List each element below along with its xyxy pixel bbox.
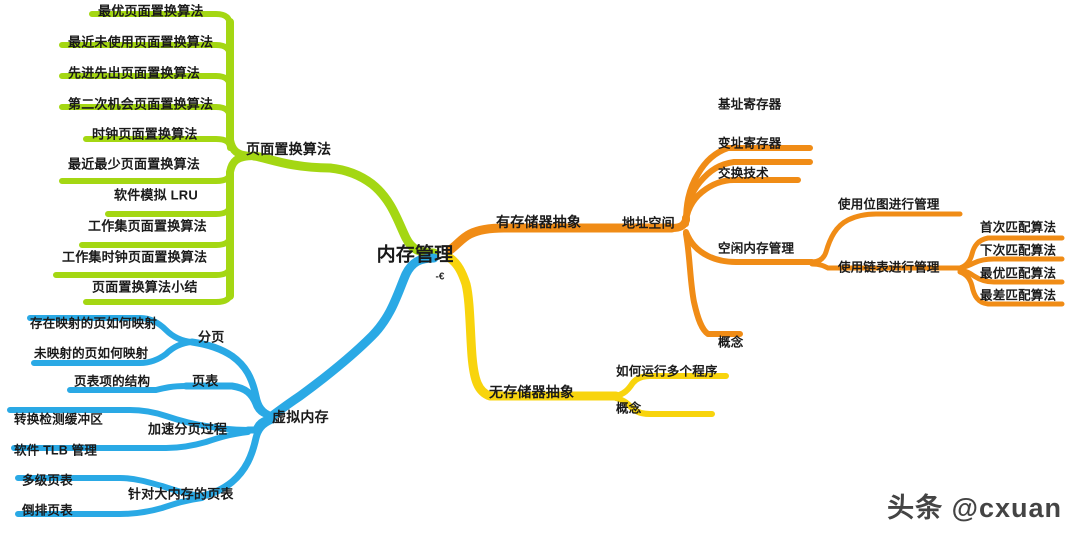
node-inverted-page-table[interactable]: 倒排页表 xyxy=(22,503,73,518)
node-wsclock-page-replacement[interactable]: 工作集时钟页面置换算法 xyxy=(62,249,208,265)
node-multilevel-page-table[interactable]: 多级页表 xyxy=(22,473,73,488)
node-paging[interactable]: 分页 xyxy=(198,329,225,345)
branch-with-memory-abstraction[interactable]: 有存储器抽象 xyxy=(496,214,582,230)
node-page-table[interactable]: 页表 xyxy=(192,373,219,389)
watermark: 头条 @cxuan xyxy=(887,493,1062,523)
node-worst-fit[interactable]: 最差匹配算法 xyxy=(980,288,1057,303)
node-software-tlb-management[interactable]: 软件 TLB 管理 xyxy=(14,443,98,458)
node-optimal-page-replacement[interactable]: 最优页面置换算法 xyxy=(98,3,204,19)
node-lru-page-replacement[interactable]: 最近最少页面置换算法 xyxy=(68,156,201,172)
node-tlb[interactable]: 转换检测缓冲区 xyxy=(14,412,103,427)
node-nru-page-replacement[interactable]: 最近未使用页面置换算法 xyxy=(68,34,214,50)
node-page-table-entry-structure[interactable]: 页表项的结构 xyxy=(74,374,151,389)
node-no-abstraction-concept[interactable]: 概念 xyxy=(616,401,642,416)
node-clock-page-replacement[interactable]: 时钟页面置换算法 xyxy=(92,126,198,142)
branch-page-replacement[interactable]: 页面置换算法 xyxy=(246,141,332,157)
branch-virtual-memory[interactable]: 虚拟内存 xyxy=(272,409,329,425)
node-address-space-concept[interactable]: 概念 xyxy=(718,335,744,350)
node-second-chance-page-replacement[interactable]: 第二次机会页面置换算法 xyxy=(68,96,214,112)
node-best-fit[interactable]: 最优匹配算法 xyxy=(980,266,1057,281)
node-page-replacement-summary[interactable]: 页面置换算法小结 xyxy=(92,279,198,295)
node-speed-up-paging[interactable]: 加速分页过程 xyxy=(148,421,228,437)
node-fifo-page-replacement[interactable]: 先进先出页面置换算法 xyxy=(68,65,201,81)
root-mark: -€ xyxy=(435,271,445,283)
node-first-fit[interactable]: 首次匹配算法 xyxy=(980,220,1057,235)
node-working-set-page-replacement[interactable]: 工作集页面置换算法 xyxy=(88,218,207,234)
node-software-lru[interactable]: 软件模拟 LRU xyxy=(114,187,198,203)
node-index-register[interactable]: 变址寄存器 xyxy=(718,136,782,151)
root-node[interactable]: 内存管理 xyxy=(376,244,454,266)
node-address-space[interactable]: 地址空间 xyxy=(622,215,675,231)
node-mapped-page-how[interactable]: 存在映射的页如何映射 xyxy=(30,316,158,331)
node-run-multiple-programs[interactable]: 如何运行多个程序 xyxy=(616,364,718,379)
branch-no-memory-abstraction[interactable]: 无存储器抽象 xyxy=(489,384,575,400)
node-free-memory-management[interactable]: 空闲内存管理 xyxy=(718,241,795,256)
node-bitmap-management[interactable]: 使用位图进行管理 xyxy=(838,197,940,212)
node-linked-list-management[interactable]: 使用链表进行管理 xyxy=(838,260,940,275)
node-next-fit[interactable]: 下次匹配算法 xyxy=(980,243,1057,258)
node-large-memory-page-tables[interactable]: 针对大内存的页表 xyxy=(128,486,234,502)
node-swapping[interactable]: 交换技术 xyxy=(718,166,769,181)
node-base-register[interactable]: 基址寄存器 xyxy=(718,97,782,112)
node-unmapped-page-how[interactable]: 未映射的页如何映射 xyxy=(34,346,149,361)
